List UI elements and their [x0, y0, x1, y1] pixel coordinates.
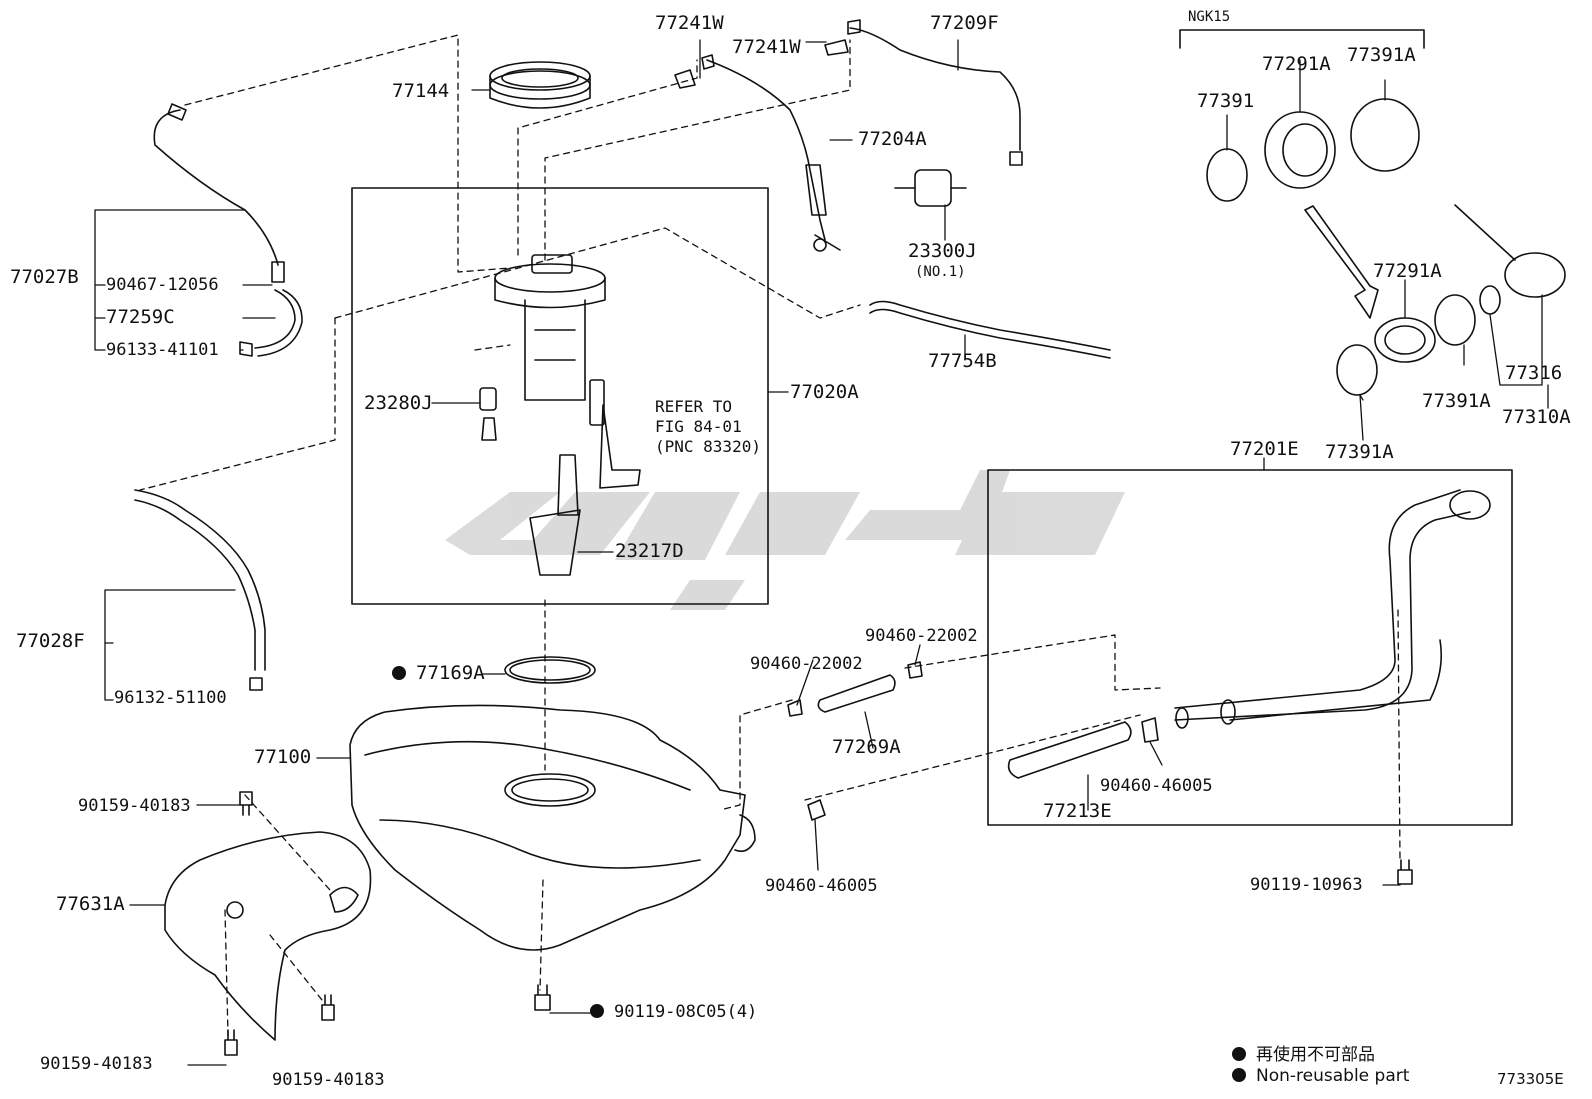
part-label-text: 90119-08C05(4) — [614, 1002, 758, 1022]
part-label: 77144 — [392, 80, 450, 102]
part-label-nonreusable: 77169A — [392, 664, 485, 683]
fuel-filter-23300J — [894, 169, 967, 207]
part-label: 77269A — [832, 736, 901, 758]
part-label: 90119-10963 — [1250, 875, 1363, 895]
bolts — [224, 791, 1413, 1056]
part-label: 90159-40183 — [40, 1054, 153, 1074]
nonreusable-dot — [392, 666, 406, 680]
heat-insulator-77631A — [164, 831, 372, 1041]
gasket-77169A — [504, 656, 596, 684]
legend-line-english: Non-reusable part — [1232, 1066, 1409, 1086]
part-label-text: 77169A — [416, 662, 485, 684]
hose-77028F — [134, 489, 266, 691]
part-label: 77391A — [1347, 44, 1416, 66]
group-label: NGK15 — [1188, 9, 1231, 25]
part-label: 90159-40183 — [78, 796, 191, 816]
part-label: 77100 — [254, 746, 312, 768]
filler-cap-parts — [1206, 98, 1566, 396]
part-label: 77209F — [930, 12, 999, 34]
clamp-left — [807, 799, 826, 821]
part-label: 77631A — [56, 893, 125, 915]
legend-text: Non-reusable part — [1256, 1066, 1410, 1086]
part-label: 96132-51100 — [114, 688, 227, 708]
nonreusable-dot — [1232, 1047, 1246, 1061]
watermark-logo — [445, 470, 1125, 610]
part-sublabel: (NO.1) — [915, 264, 966, 280]
part-label: 90460-22002 — [865, 626, 978, 646]
vent-tube-77754B — [869, 300, 1111, 351]
part-label: 23280J — [364, 392, 433, 414]
leader-lines — [94, 39, 1549, 1066]
fuel-tank-77100 — [349, 704, 756, 951]
part-label: 77027B — [10, 266, 79, 288]
part-label: 77259C — [106, 306, 175, 328]
filler-pipe-box — [987, 469, 1513, 826]
part-label: 90159-40183 — [272, 1070, 385, 1090]
part-label: 77204A — [858, 128, 927, 150]
vent-hose-77027B — [153, 103, 303, 357]
part-label: 77028F — [16, 630, 85, 652]
part-label: 23300J — [908, 240, 977, 262]
part-label: 77391 — [1197, 90, 1255, 112]
part-label: 77201E — [1230, 438, 1299, 460]
part-label: 77291A — [1262, 53, 1331, 75]
part-label: 90460-22002 — [750, 654, 863, 674]
fuel-pump-assembly — [479, 254, 641, 576]
filler-pipe-77201E — [1174, 489, 1491, 729]
part-label: 23217D — [615, 540, 684, 562]
fuel-pump-box — [351, 187, 769, 605]
part-label: 77391A — [1422, 390, 1491, 412]
part-label: 96133-41101 — [106, 340, 219, 360]
part-label-nonreusable: 90119-08C05(4) — [590, 1004, 757, 1021]
part-label: 77241W — [732, 36, 801, 58]
legend-text: 再使用不可部品 — [1256, 1045, 1375, 1065]
part-label: 90460-46005 — [765, 876, 878, 896]
part-label: 77291A — [1373, 260, 1442, 282]
hose-77213E — [1007, 721, 1132, 779]
part-label: 77391A — [1325, 441, 1394, 463]
fuel-lines-77204A — [706, 27, 1023, 252]
part-label: 90460-46005 — [1100, 776, 1213, 796]
part-label: 77020A — [790, 381, 859, 403]
figure-id: 773305E — [1497, 1070, 1564, 1088]
retainer-ring — [489, 61, 591, 109]
part-label: 77316 — [1505, 362, 1563, 384]
part-label: 77310A — [1502, 406, 1571, 428]
part-label: 90467-12056 — [106, 275, 219, 295]
small-clips — [674, 19, 861, 89]
part-label: 77754B — [928, 350, 997, 372]
nonreusable-dot — [590, 1004, 604, 1018]
legend-line-japanese: 再使用不可部品 — [1232, 1040, 1375, 1065]
reference-note: REFER TO FIG 84-01 (PNC 83320) — [655, 397, 761, 456]
dashed-leaders — [139, 34, 1401, 1036]
part-label: 77213E — [1043, 800, 1112, 822]
clamp-right — [1141, 717, 1159, 743]
ngk15-bracket — [1179, 29, 1425, 49]
nonreusable-dot — [1232, 1068, 1246, 1082]
part-label: 77241W — [655, 12, 724, 34]
